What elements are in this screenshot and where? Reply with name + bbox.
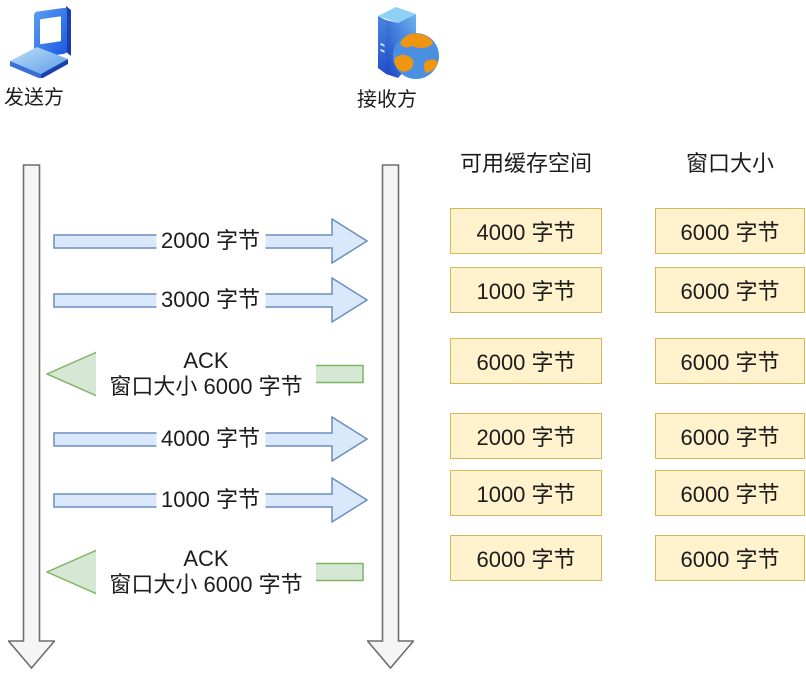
receiver-lifeline-arrow bbox=[367, 164, 414, 669]
ack-arrow-label: ACK 窗口大小 6000 字节 bbox=[96, 348, 316, 400]
buffer-box-row1: 4000 字节 bbox=[450, 208, 602, 254]
data-arrow-row4: 4000 字节 bbox=[53, 416, 368, 462]
ack-line2: 窗口大小 6000 字节 bbox=[109, 572, 303, 597]
data-arrow-label: 2000 字节 bbox=[155, 228, 266, 254]
ack-arrow-row3: ACK 窗口大小 6000 字节 bbox=[46, 348, 364, 400]
buffer-box-row4: 2000 字节 bbox=[450, 413, 602, 459]
sender-label: 发送方 bbox=[4, 87, 64, 109]
data-arrow-row2: 3000 字节 bbox=[53, 277, 368, 323]
buffer-box-row2: 1000 字节 bbox=[450, 267, 602, 313]
buffer-box-row5: 1000 字节 bbox=[450, 470, 602, 516]
data-arrow-label: 3000 字节 bbox=[155, 287, 266, 313]
laptop-icon bbox=[10, 6, 71, 78]
ack-arrow-label: ACK 窗口大小 6000 字节 bbox=[96, 546, 316, 598]
window-box-row4: 6000 字节 bbox=[655, 413, 805, 459]
sender-lifeline-arrow bbox=[8, 164, 55, 669]
buffer-column-header: 可用缓存空间 bbox=[459, 151, 592, 176]
data-arrow-label: 4000 字节 bbox=[155, 426, 266, 452]
data-arrow-label: 1000 字节 bbox=[155, 487, 266, 513]
window-box-row2: 6000 字节 bbox=[655, 267, 805, 313]
window-column-header: 窗口大小 bbox=[685, 151, 774, 176]
window-box-row5: 6000 字节 bbox=[655, 470, 805, 516]
ack-line1: ACK bbox=[183, 546, 229, 571]
data-arrow-row1: 2000 字节 bbox=[53, 218, 368, 264]
server-icon bbox=[378, 7, 439, 79]
buffer-box-row6: 6000 字节 bbox=[450, 535, 602, 581]
ack-line1: ACK bbox=[183, 348, 229, 373]
ack-arrow-row6: ACK 窗口大小 6000 字节 bbox=[46, 546, 364, 598]
ack-line2: 窗口大小 6000 字节 bbox=[109, 374, 303, 399]
data-arrow-row5: 1000 字节 bbox=[53, 477, 368, 523]
window-box-row3: 6000 字节 bbox=[655, 338, 805, 384]
receiver-label: 接收方 bbox=[357, 89, 417, 111]
window-box-row1: 6000 字节 bbox=[655, 208, 805, 254]
window-box-row6: 6000 字节 bbox=[655, 535, 805, 581]
buffer-box-row3: 6000 字节 bbox=[450, 338, 602, 384]
